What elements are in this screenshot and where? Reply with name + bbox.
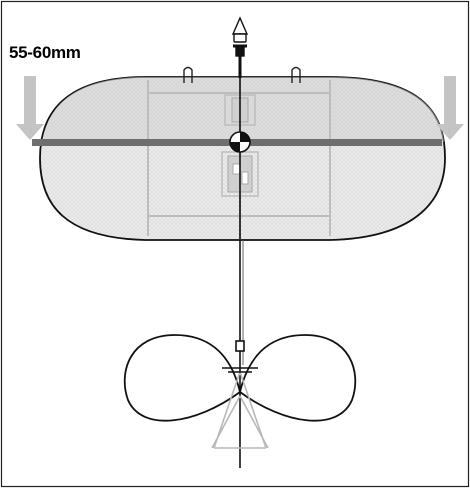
tail-mount <box>222 340 258 373</box>
wing-hooks <box>183 66 301 83</box>
down-arrow-icon <box>16 76 464 140</box>
cg-dimension-label: 55-60mm <box>9 43 81 62</box>
motor-icon <box>231 16 249 78</box>
tail-structure <box>211 371 269 449</box>
cg-balance-icon <box>229 131 251 153</box>
tail-surface <box>123 334 357 422</box>
